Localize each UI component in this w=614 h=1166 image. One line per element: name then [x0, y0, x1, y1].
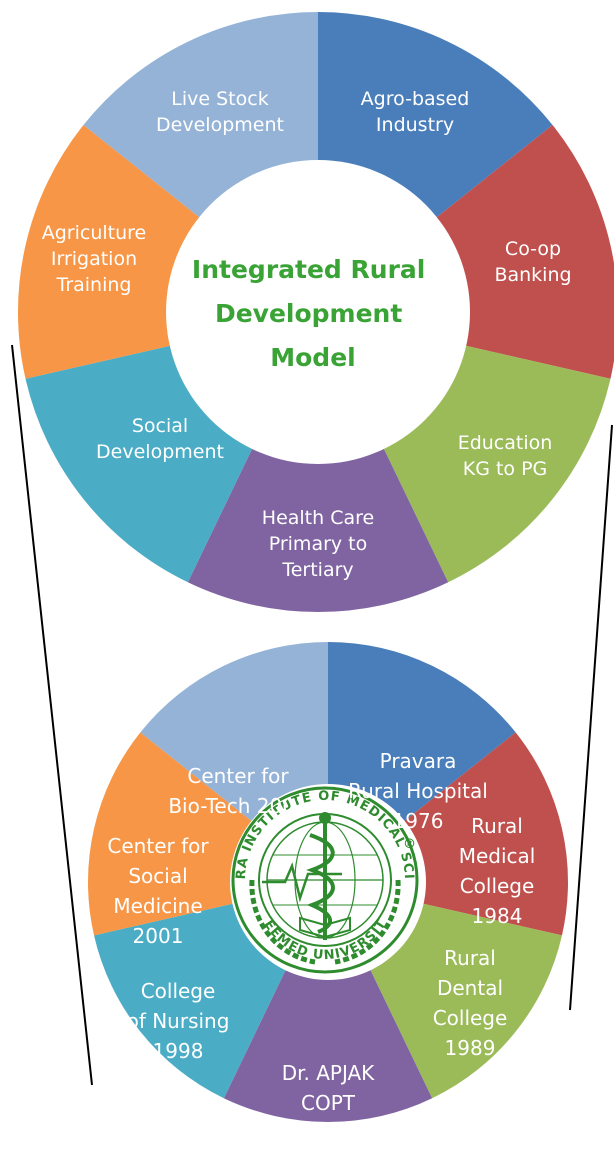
center-title-line-1: Integrated Rural — [192, 255, 425, 284]
seal-registered-mark: ® — [403, 837, 417, 852]
right-connector-line — [569, 424, 613, 1011]
center-title-line-2: Development — [215, 299, 402, 328]
left-connector-line — [11, 344, 93, 1086]
center-title: Integrated Rural Development Model — [192, 255, 434, 372]
center-title-line-3: Model — [270, 343, 355, 372]
bottom-segment-4 — [223, 882, 433, 1123]
top-center-circle — [166, 160, 470, 464]
